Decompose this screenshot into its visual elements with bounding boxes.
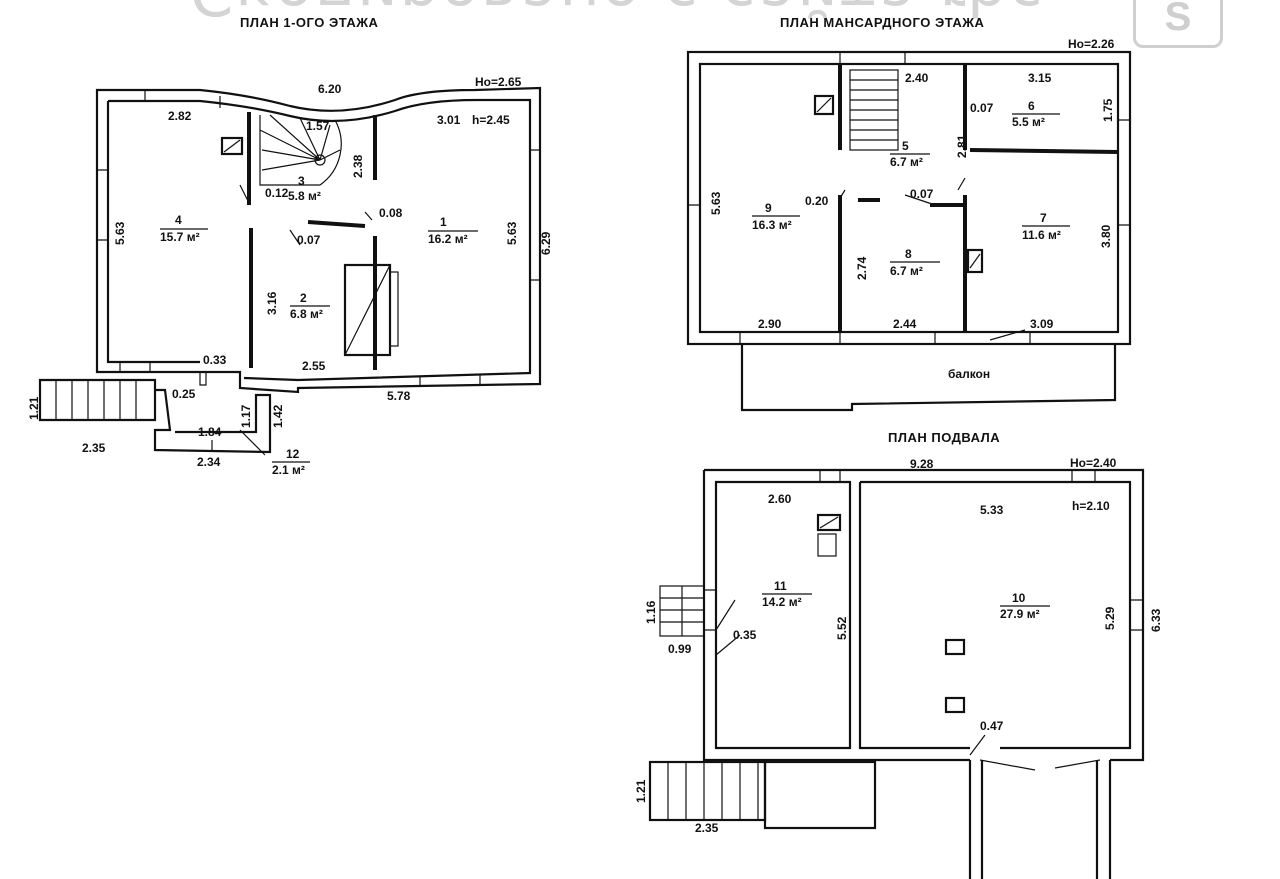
svg-text:1.57: 1.57 xyxy=(306,119,330,133)
svg-text:27.9 м²: 27.9 м² xyxy=(1000,607,1040,621)
svg-text:3.80: 3.80 xyxy=(1099,224,1113,248)
plan1-outer-walls xyxy=(95,86,542,394)
svg-text:5.33: 5.33 xyxy=(980,503,1004,517)
svg-text:2.55: 2.55 xyxy=(302,359,326,373)
svg-text:5.63: 5.63 xyxy=(505,221,519,245)
svg-text:1.21: 1.21 xyxy=(27,396,41,420)
svg-text:5.52: 5.52 xyxy=(835,616,849,640)
balcony-label: балкон xyxy=(948,367,990,381)
svg-text:1.42: 1.42 xyxy=(271,404,285,428)
svg-text:3.01: 3.01 xyxy=(437,113,461,127)
svg-text:3: 3 xyxy=(298,174,305,188)
svg-text:0.99: 0.99 xyxy=(668,642,692,656)
svg-text:6.7 м²: 6.7 м² xyxy=(890,264,923,278)
svg-text:h=2.45: h=2.45 xyxy=(472,113,510,127)
svg-text:1.21: 1.21 xyxy=(634,779,648,803)
svg-text:0.47: 0.47 xyxy=(980,719,1004,733)
plan2-rooms: 6 5.5 м² 5 6.7 м² 9 16.3 м² 7 11.6 м² 8 … xyxy=(752,99,1070,278)
svg-text:1.84: 1.84 xyxy=(198,425,222,439)
svg-text:11.6 м²: 11.6 м² xyxy=(1022,228,1061,242)
svg-text:3.16: 3.16 xyxy=(265,291,279,315)
svg-text:6.33: 6.33 xyxy=(1149,608,1163,632)
svg-text:2.34: 2.34 xyxy=(197,455,221,469)
svg-text:1.17: 1.17 xyxy=(239,404,253,428)
svg-text:5.29: 5.29 xyxy=(1103,606,1117,630)
svg-text:0.07: 0.07 xyxy=(297,233,321,247)
svg-text:h=2.10: h=2.10 xyxy=(1072,499,1110,513)
svg-text:0.07: 0.07 xyxy=(970,101,994,115)
svg-text:9.28: 9.28 xyxy=(910,457,934,471)
svg-text:Hо=2.40: Hо=2.40 xyxy=(1070,456,1117,470)
svg-text:14.2 м²: 14.2 м² xyxy=(762,595,802,609)
svg-text:2.60: 2.60 xyxy=(768,492,792,506)
svg-text:15.7 м²: 15.7 м² xyxy=(160,230,200,244)
plan1-rooms: 4 15.7 м² 1 16.2 м² 3 5.8 м² 2 6.8 м² 12… xyxy=(160,174,478,477)
svg-text:10: 10 xyxy=(1012,591,1026,605)
svg-text:0.12: 0.12 xyxy=(265,186,289,200)
svg-text:7: 7 xyxy=(1040,211,1047,225)
plan1-title: ПЛАН 1-ОГО ЭТАЖА xyxy=(240,15,378,30)
plan-basement: ПЛАН ПОДВАЛА 9.28 2.60 5 xyxy=(634,430,1163,879)
svg-text:3.15: 3.15 xyxy=(1028,71,1052,85)
svg-text:6.20: 6.20 xyxy=(318,82,342,96)
plan-attic-floor: ПЛАН МАНСАРДНОГО ЭТАЖА 2.40 3.15 0.07 1.… xyxy=(686,15,1132,412)
svg-text:6.29: 6.29 xyxy=(539,231,553,255)
svg-text:Hо=2.65: Hо=2.65 xyxy=(475,75,522,89)
svg-text:2: 2 xyxy=(300,291,307,305)
svg-text:5.8 м²: 5.8 м² xyxy=(288,189,321,203)
plan3-rooms: 11 14.2 м² 10 27.9 м² xyxy=(762,579,1050,621)
plan1-interior-walls xyxy=(38,112,399,456)
svg-text:16.3 м²: 16.3 м² xyxy=(752,218,792,232)
svg-text:5.63: 5.63 xyxy=(709,191,723,215)
svg-text:2.74: 2.74 xyxy=(855,256,869,280)
svg-text:0.08: 0.08 xyxy=(379,206,403,220)
svg-text:2.35: 2.35 xyxy=(695,821,719,835)
svg-text:1: 1 xyxy=(440,215,447,229)
svg-text:0.07: 0.07 xyxy=(910,187,934,201)
svg-text:2.82: 2.82 xyxy=(168,109,192,123)
svg-text:2.90: 2.90 xyxy=(758,317,782,331)
svg-text:4: 4 xyxy=(175,213,182,227)
svg-text:5.78: 5.78 xyxy=(387,389,411,403)
plan3-outer-walls xyxy=(702,468,1145,879)
svg-text:8: 8 xyxy=(905,247,912,261)
watermark-logo: S xyxy=(1133,0,1223,48)
svg-text:9: 9 xyxy=(765,201,772,215)
svg-text:12: 12 xyxy=(286,447,300,461)
svg-text:0.25: 0.25 xyxy=(172,387,196,401)
svg-text:11: 11 xyxy=(774,579,787,593)
plan1-dimensions: 6.20 2.82 3.01 5.63 5.63 6.29 2.38 0.12 … xyxy=(27,75,553,469)
svg-text:1.16: 1.16 xyxy=(644,600,658,624)
svg-text:2.1 м²: 2.1 м² xyxy=(272,463,305,477)
svg-text:1.75: 1.75 xyxy=(1101,98,1115,122)
svg-text:5: 5 xyxy=(902,139,909,153)
svg-text:3.09: 3.09 xyxy=(1030,317,1054,331)
svg-text:Hо=2.26: Hо=2.26 xyxy=(1068,37,1115,51)
svg-text:6.8 м²: 6.8 м² xyxy=(290,307,323,321)
svg-text:16.2 м²: 16.2 м² xyxy=(428,232,468,246)
svg-text:5.5 м²: 5.5 м² xyxy=(1012,115,1045,129)
svg-text:2.38: 2.38 xyxy=(351,154,365,178)
svg-text:2.44: 2.44 xyxy=(893,317,917,331)
plan2-interior-walls xyxy=(740,64,1119,412)
svg-text:0.35: 0.35 xyxy=(733,628,757,642)
plan2-dimensions: 2.40 3.15 0.07 1.75 2.81 5.63 0.20 0.07 … xyxy=(709,37,1115,381)
svg-text:5.63: 5.63 xyxy=(113,221,127,245)
svg-text:0.33: 0.33 xyxy=(203,353,227,367)
plan2-outer-walls xyxy=(686,50,1132,346)
svg-text:2.40: 2.40 xyxy=(905,71,929,85)
plan3-dimensions: 9.28 2.60 5.33 5.52 5.29 6.33 1.16 0.99 … xyxy=(634,456,1163,835)
plan3-title: ПЛАН ПОДВАЛА xyxy=(888,430,1000,445)
svg-text:2.81: 2.81 xyxy=(955,134,969,158)
svg-text:2.35: 2.35 xyxy=(82,441,106,455)
plan3-fixtures xyxy=(648,513,966,830)
plan-first-floor: ПЛАН 1-ОГО ЭТАЖА xyxy=(27,15,553,477)
plan2-title: ПЛАН МАНСАРДНОГО ЭТАЖА xyxy=(780,15,984,30)
svg-text:6.7 м²: 6.7 м² xyxy=(890,155,923,169)
svg-text:0.20: 0.20 xyxy=(805,194,829,208)
svg-text:6: 6 xyxy=(1028,99,1035,113)
